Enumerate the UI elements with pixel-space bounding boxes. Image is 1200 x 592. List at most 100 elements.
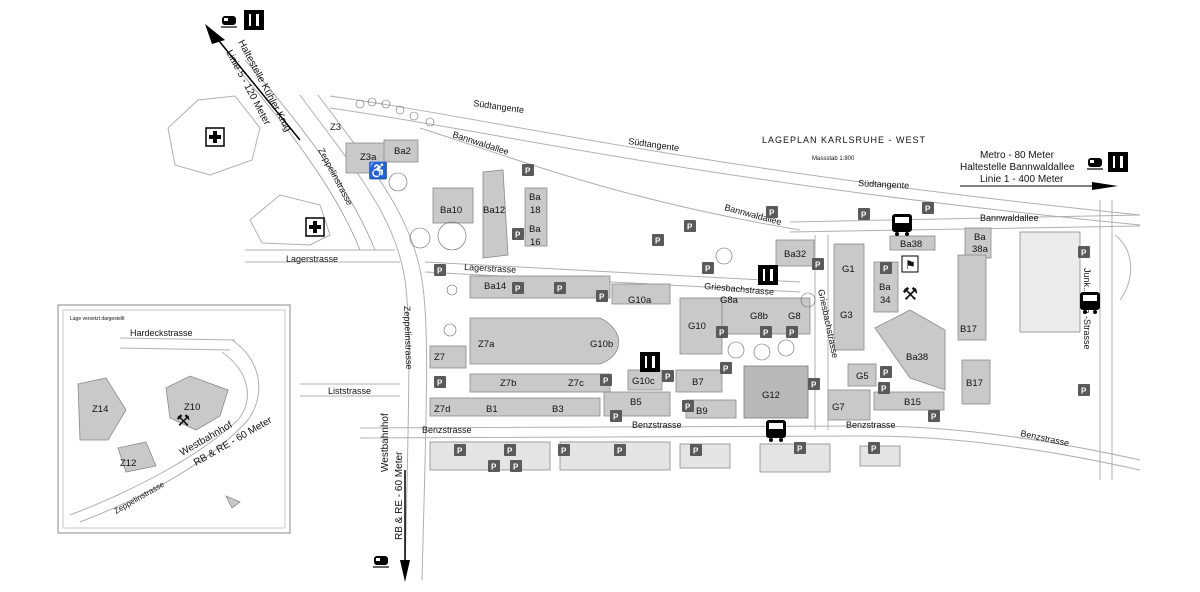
building-label: B17 xyxy=(960,324,977,335)
parking-sign: P xyxy=(878,382,890,394)
parking-sign: P xyxy=(454,444,466,456)
parking-sign: P xyxy=(434,376,446,388)
svg-text:P: P xyxy=(705,265,711,274)
street-label: Zeppelinstrasse xyxy=(402,306,414,370)
parking-sign: P xyxy=(610,410,622,422)
parking-sign: P xyxy=(512,282,524,294)
arrow-south xyxy=(400,560,410,582)
street-label: Südtangente xyxy=(473,98,525,115)
svg-text:P: P xyxy=(507,447,513,456)
parking-sign: P xyxy=(812,258,824,270)
building-label: Z7 xyxy=(434,352,445,363)
restaurant-icon xyxy=(640,352,660,372)
svg-text:⚒: ⚒ xyxy=(176,413,190,430)
inset-note: Lage versetzt dargestellt xyxy=(70,316,125,322)
parking-sign: P xyxy=(702,262,714,274)
parking-sign: P xyxy=(488,460,500,472)
svg-text:P: P xyxy=(723,365,729,374)
svg-text:P: P xyxy=(719,329,725,338)
exit-icon: ⚑ xyxy=(901,255,919,273)
svg-text:P: P xyxy=(437,267,443,276)
bus-icon xyxy=(1080,292,1100,314)
parking-sign: P xyxy=(858,208,870,220)
building-label: Ba38 xyxy=(906,352,928,363)
transit-label: Linie 1 - 400 Meter xyxy=(980,174,1064,185)
bus-icon xyxy=(892,214,912,236)
street-label: Benzstrasse xyxy=(632,420,682,430)
inset-street-label: Hardeckstrasse xyxy=(130,328,193,338)
svg-text:P: P xyxy=(883,265,889,274)
restaurant-icon xyxy=(244,10,264,30)
building-label: Ba2 xyxy=(394,146,411,157)
building-label: B9 xyxy=(696,406,708,417)
parking-sign: P xyxy=(766,206,778,218)
svg-text:P: P xyxy=(525,167,531,176)
street-label: Lagerstrasse xyxy=(464,262,516,275)
svg-text:P: P xyxy=(599,293,605,302)
building-label: G10c xyxy=(632,376,655,387)
svg-text:P: P xyxy=(861,211,867,220)
building-label: G1 xyxy=(842,264,855,275)
building-labels: Z3 Z3a Ba2 Ba10 Ba12 Ba 18 Ba 16 Ba32 Ba… xyxy=(330,122,989,417)
svg-text:P: P xyxy=(815,261,821,270)
person-icon: ♿ xyxy=(368,161,388,180)
hospital-icon xyxy=(205,127,225,147)
transit-label: Haltestelle Bannwaldallee xyxy=(960,162,1075,173)
parking-sign: P xyxy=(808,378,820,390)
parking-sign: P xyxy=(880,262,892,274)
building-label: Z7a xyxy=(478,339,495,350)
svg-text:P: P xyxy=(655,237,661,246)
buildings xyxy=(345,139,1081,473)
building-label: B15 xyxy=(904,397,921,408)
inset-map: Lage versetzt dargestellt Hardeckstrasse… xyxy=(57,304,291,534)
building-label: G7 xyxy=(832,402,845,413)
building-label: Z7c xyxy=(568,378,584,389)
street-label: Lagerstrasse xyxy=(286,254,338,264)
transit-label: Metro - 80 Meter xyxy=(980,150,1055,161)
parking-sign: P xyxy=(558,444,570,456)
svg-text:P: P xyxy=(931,413,937,422)
svg-text:P: P xyxy=(769,209,775,218)
svg-text:P: P xyxy=(515,231,521,240)
train-icon xyxy=(221,16,237,28)
building-label: G10a xyxy=(628,295,652,306)
parking-sign: P xyxy=(600,374,612,386)
parking-sign: P xyxy=(512,228,524,240)
svg-text:P: P xyxy=(685,403,691,412)
workshop-icon: ⚒ xyxy=(902,284,918,304)
road-network xyxy=(229,59,1141,581)
building-label: Ba xyxy=(879,282,891,293)
parking-sign: P xyxy=(1078,246,1090,258)
parking-sign: P xyxy=(652,234,664,246)
restaurant-icon xyxy=(758,265,778,285)
parking-sign: P xyxy=(690,444,702,456)
transit-label: RB & RE - 60 Meter xyxy=(394,451,405,540)
building-label: Z7d xyxy=(434,404,450,415)
building-label: G5 xyxy=(856,371,869,382)
train-icon xyxy=(373,556,389,568)
hospital-area xyxy=(167,95,331,246)
svg-text:P: P xyxy=(617,447,623,456)
parking-sign: P xyxy=(922,202,934,214)
svg-text:P: P xyxy=(789,329,795,338)
building-label: G8 xyxy=(788,311,801,322)
building-label: Ba14 xyxy=(484,281,506,292)
transit-label: Westbahnhof xyxy=(380,413,391,472)
svg-text:P: P xyxy=(797,445,803,454)
parking-sign: P xyxy=(720,362,732,374)
building-label: G10 xyxy=(688,321,706,332)
svg-text:P: P xyxy=(1081,249,1087,258)
street-label: Bannwaldallee xyxy=(980,213,1039,223)
building-label: Ba xyxy=(529,192,541,203)
street-label: Benzstrasse xyxy=(1020,428,1071,448)
street-label: Benzstrasse xyxy=(846,420,896,430)
building-label: G8b xyxy=(750,311,768,322)
building-label: Z7b xyxy=(500,378,516,389)
svg-text:⚒: ⚒ xyxy=(902,284,918,304)
bus-icon xyxy=(766,420,786,442)
building-label: Ba10 xyxy=(440,205,462,216)
street-label: Südtangente xyxy=(858,178,910,191)
building-label: Z10 xyxy=(184,402,200,413)
building-label: Ba xyxy=(974,232,986,243)
